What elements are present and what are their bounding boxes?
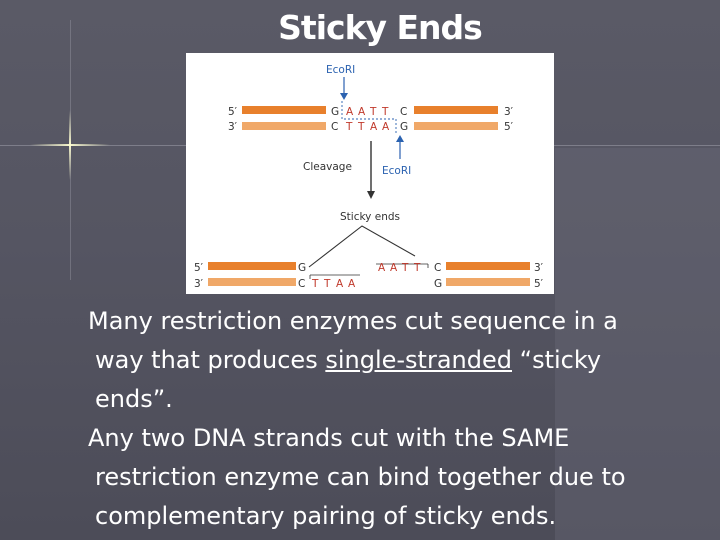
base: T bbox=[401, 262, 409, 274]
five-prime-label: 5′ bbox=[504, 121, 514, 133]
five-prime-label: 5′ bbox=[534, 278, 544, 290]
sparkle-icon-vertical bbox=[69, 110, 71, 180]
base: C bbox=[400, 106, 407, 118]
strand-top-left bbox=[242, 106, 326, 114]
base: C bbox=[298, 278, 305, 290]
base: C bbox=[331, 121, 338, 133]
base: A bbox=[370, 121, 378, 133]
text-run: way that produces bbox=[95, 346, 326, 374]
line: restriction enzyme can bind together due… bbox=[95, 463, 626, 491]
slide-title: Sticky Ends bbox=[278, 8, 483, 47]
five-prime-label: 5′ bbox=[228, 106, 238, 118]
strand-bottom-left bbox=[242, 122, 326, 130]
base: A bbox=[390, 262, 398, 274]
line: complementary pairing of sticky ends. bbox=[95, 502, 557, 530]
fragment-right-bottom bbox=[446, 278, 530, 286]
three-prime-label: 3′ bbox=[194, 278, 204, 290]
underlined-term: single-stranded bbox=[325, 346, 512, 374]
line: ends”. bbox=[95, 385, 173, 413]
three-prime-label: 3′ bbox=[534, 262, 544, 274]
base: T bbox=[381, 106, 389, 118]
fragment-left-top bbox=[208, 262, 296, 270]
background-panel bbox=[555, 148, 720, 540]
base: A bbox=[358, 106, 366, 118]
arrowhead-top-icon bbox=[340, 93, 348, 100]
fragment-right-top bbox=[446, 262, 530, 270]
base: A bbox=[348, 278, 356, 290]
paragraph-2: Any two DNA strands cut with the SAME re… bbox=[88, 419, 718, 536]
bottom-sequence: C T T A A G bbox=[331, 121, 408, 133]
base: G bbox=[434, 278, 442, 290]
ecori-diagram: EcoRI 5′ 3′ 3′ 5′ G A A T T C C T T A A … bbox=[186, 53, 554, 294]
split-lines bbox=[308, 225, 416, 268]
base: T bbox=[369, 106, 377, 118]
strand-bottom-right bbox=[414, 122, 498, 130]
three-prime-label: 3′ bbox=[228, 121, 238, 133]
fragment-left-bottom bbox=[208, 278, 296, 286]
line: Any two DNA strands cut with the SAME bbox=[88, 424, 570, 452]
paragraph-1: Many restriction enzymes cut sequence in… bbox=[88, 302, 718, 419]
base: G bbox=[298, 262, 306, 274]
base: A bbox=[336, 278, 344, 290]
base: T bbox=[357, 121, 365, 133]
ecori-label-top: EcoRI bbox=[326, 64, 355, 76]
base: T bbox=[345, 121, 353, 133]
cut-line bbox=[341, 101, 397, 135]
slide-body: Many restriction enzymes cut sequence in… bbox=[88, 302, 718, 536]
base: C bbox=[434, 262, 441, 274]
arrowhead-bottom-icon bbox=[396, 135, 404, 142]
line: Many restriction enzymes cut sequence in… bbox=[88, 307, 618, 335]
three-prime-label: 3′ bbox=[504, 106, 514, 118]
base: T bbox=[323, 278, 331, 290]
base: G bbox=[400, 121, 408, 133]
base: T bbox=[311, 278, 319, 290]
cleavage-arrowhead-icon bbox=[367, 191, 375, 199]
base: A bbox=[378, 262, 386, 274]
base: T bbox=[413, 262, 421, 274]
strand-top-right bbox=[414, 106, 498, 114]
five-prime-label: 5′ bbox=[194, 262, 204, 274]
top-sequence: G A A T T C bbox=[331, 106, 407, 118]
sticky-ends-label: Sticky ends bbox=[340, 211, 400, 223]
base: A bbox=[346, 106, 354, 118]
base: A bbox=[382, 121, 390, 133]
ecori-label-mid: EcoRI bbox=[382, 165, 411, 177]
line: way that produces single-stranded “stick… bbox=[95, 341, 718, 380]
base: G bbox=[331, 106, 339, 118]
text-run: “sticky bbox=[512, 346, 602, 374]
cleavage-label: Cleavage bbox=[303, 161, 352, 173]
